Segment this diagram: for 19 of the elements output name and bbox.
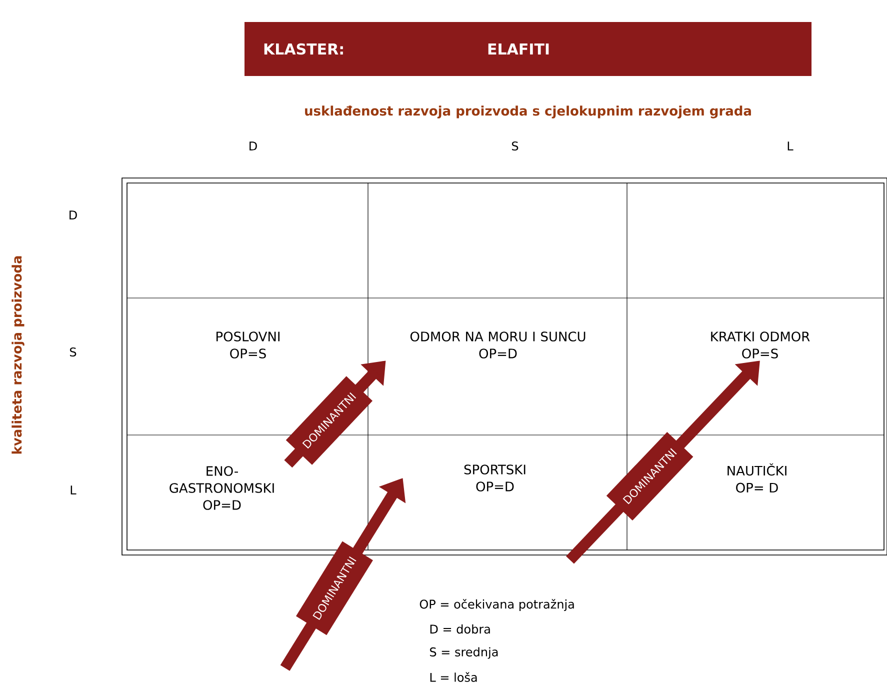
cell-text: POSLOVNI OP=S: [216, 332, 280, 358]
cell-text: ENO-GASTRONOMSKI OP=D: [170, 466, 274, 510]
cell-text: ODMOR NA MORU I SUNCU OP=D: [410, 332, 586, 358]
cell-text: SPORTSKI OP=D: [464, 464, 526, 492]
legend-text: OP = očekivana potražnja: [420, 598, 574, 612]
axis-title: usklađenost razvoja proizvoda s cjelokupnim razvojem grada: [305, 106, 751, 118]
legend-text: S = srednja: [430, 647, 498, 659]
title-banner: KLASTER: ELAFITI: [244, 22, 812, 76]
axis-value: L: [70, 486, 76, 494]
legend-text: D = dobra: [430, 624, 490, 634]
axis-title: kvaliteta razvoja proizvoda: [12, 256, 24, 454]
axis-value: D: [250, 142, 257, 150]
axis-value: D: [70, 210, 77, 220]
axis-value: S: [70, 347, 76, 357]
axis-value: S: [512, 141, 518, 151]
axis-value: L: [788, 142, 794, 150]
cell-text: KRATKI ODMOR OP=S: [711, 332, 810, 358]
cell-text: NAUTIČKI OP= D: [728, 463, 786, 493]
legend-text: L = loša: [430, 672, 477, 682]
